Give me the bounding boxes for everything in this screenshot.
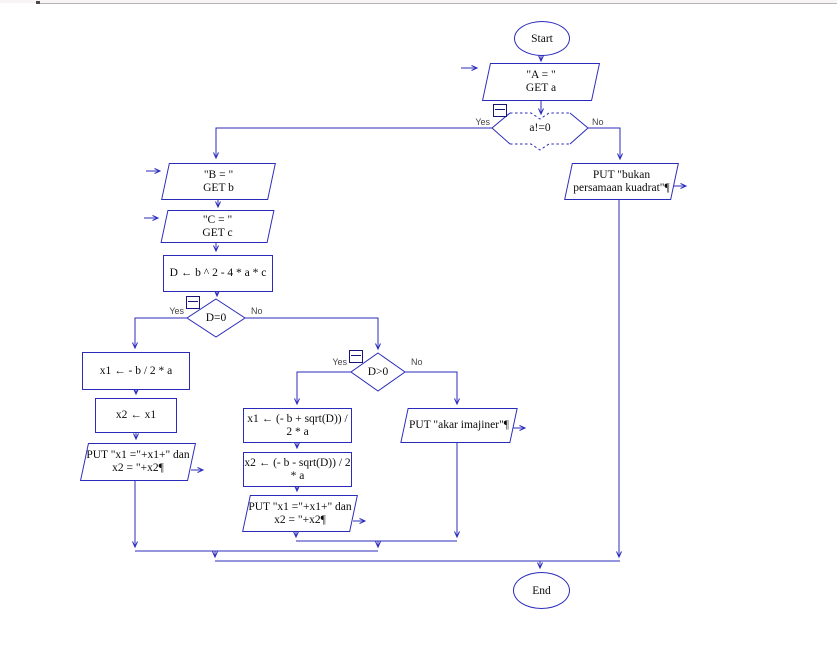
io-get-c[interactable]: "C = " GET c [160,210,275,243]
process-calc-d-shape [163,255,273,292]
process-x1-left-shape [82,352,190,390]
end-label: End [532,584,551,597]
io-put-mid[interactable]: PUT "x1 ="+x1+" dan x2 = "+x2¶ [242,495,358,532]
io-get-c-line2: GET c [202,226,233,239]
decision-a-shape-ends[interactable] [491,112,589,145]
io-get-a[interactable]: "A = " GET a [481,63,601,101]
process-calc-d-label: D ← b ^ 2 - 4 * a * c [169,267,267,279]
window-edge-line [36,3,837,4]
io-get-b[interactable]: "B = " GET b [161,163,276,200]
process-x2-mid-line2: * a [290,469,305,482]
connector-decision-d0-no [245,317,381,351]
decision-a-shape-dashed[interactable] [510,112,570,151]
process-x2-left[interactable]: x2 ← x1 [95,398,177,433]
io-put-left-line2: x2 = "+x2¶ [112,462,164,474]
decision-dpos-label: D>0 [367,366,389,378]
io-put-left[interactable]: PUT "x1 ="+x1+" dan x2 = "+x2¶ [79,443,197,481]
decision-a-yes-label: Yes [475,117,490,127]
decision-dpos-shape[interactable] [350,352,406,392]
io-put-mid-line1: PUT "x1 ="+x1+" dan [248,500,352,513]
io-put-imaginary-label: PUT "akar imajiner"¶ [409,419,509,431]
start-label: Start [531,32,553,45]
decision-d0-label: D=0 [205,312,227,324]
io-put-not-quadratic-line2: persamaan kuadrat"¶ [573,181,670,194]
collapse-toggle-decision-a[interactable] [493,104,507,117]
end-node[interactable]: End [513,572,570,609]
io-get-a-line2: GET a [525,82,557,94]
process-x1-mid-shape [243,408,352,443]
io-put-left-line1: PUT "x1 ="+x1+" dan [86,449,190,461]
io-get-b-line1: "B = " [203,168,234,181]
process-calc-d[interactable]: D ← b ^ 2 - 4 * a * c [163,255,273,292]
process-x2-mid[interactable]: x2 ← (- b - sqrt(D)) / 2 * a [243,452,352,487]
window-edge-mark [36,1,40,4]
process-x1-left-label: x1 ← - b / 2 * a [99,364,173,377]
io-get-c-line1: "C = " [202,213,233,226]
io-get-b-line2: GET b [203,181,234,194]
process-x1-mid-line1: x1 ← (- b + sqrt(D)) / [247,412,348,425]
decision-d0-shape[interactable] [186,298,246,338]
connector-decision-dpos-yes [294,371,351,406]
process-x1-left[interactable]: x1 ← - b / 2 * a [82,352,190,390]
start-node[interactable]: Start [514,21,570,56]
decision-a-no-label: No [592,117,604,127]
process-x2-left-label: x2 ← x1 [115,409,157,421]
process-x1-mid-line2: 2 * a [286,425,309,438]
io-get-a-line1: "A = " [526,69,556,81]
decision-dpos-no-label: No [411,357,423,367]
connector-decision-d0-yes [132,317,187,350]
process-x2-mid-shape [243,452,352,487]
io-put-imaginary[interactable]: PUT "akar imajiner"¶ [400,408,518,443]
connector-decision-a-no [588,127,623,161]
io-put-mid-line2: x2 = "+x2¶ [274,513,326,526]
process-x1-mid[interactable]: x1 ← (- b + sqrt(D)) / 2 * a [243,408,352,443]
decision-a-label: a!=0 [529,122,551,134]
decision-dpos-yes-label: Yes [332,357,347,367]
io-put-not-quadratic-line1: PUT "bukan [592,168,651,181]
decision-d0-no-label: No [251,306,263,316]
connector-decision-a-yes [213,127,492,160]
window-edge-strip [0,0,837,3]
collapse-toggle-decision-dpos[interactable] [349,350,363,363]
connector-decision-dpos-no [405,371,460,406]
collapse-toggle-decision-d0[interactable] [186,296,200,309]
process-x2-left-shape [95,398,177,433]
decision-d0-yes-label: Yes [169,306,184,316]
process-x2-mid-line1: x2 ← (- b - sqrt(D)) / 2 [244,456,351,469]
io-put-not-quadratic[interactable]: PUT "bukan persamaan kuadrat"¶ [564,163,679,200]
